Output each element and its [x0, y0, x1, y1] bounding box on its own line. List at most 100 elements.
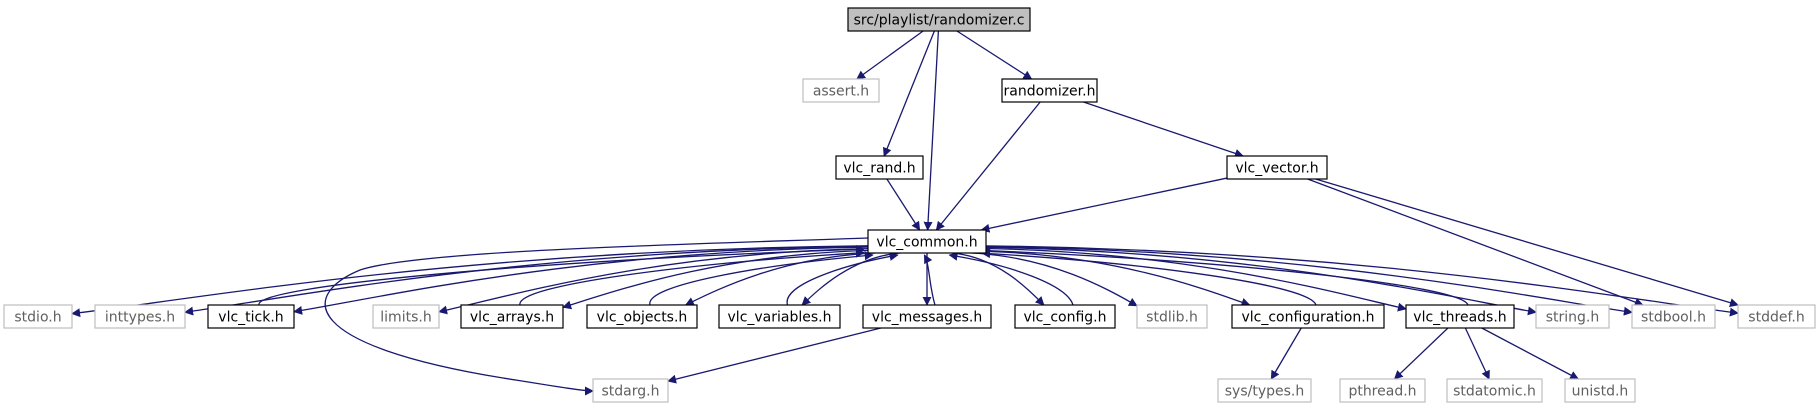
edge-vlc_common_h-to-stdlib_h	[971, 252, 1138, 307]
node-randomizer-c[interactable]: src/playlist/randomizer.c	[847, 7, 1031, 32]
node-box	[1226, 155, 1328, 180]
node-label: inttypes.h	[105, 310, 175, 326]
edge-vlc_messages_h-to-stdarg_h	[667, 327, 882, 384]
node-label: limits.h	[380, 310, 431, 326]
node-box	[867, 229, 987, 254]
node-label: sys/types.h	[1225, 384, 1304, 400]
node-label: vlc_arrays.h	[470, 310, 554, 326]
node-pthread-h: pthread.h	[1339, 378, 1426, 403]
node-vlc-threads-h[interactable]: vlc_threads.h	[1405, 304, 1515, 329]
node-label: src/playlist/randomizer.c	[854, 13, 1025, 29]
node-label: pthread.h	[1348, 384, 1416, 400]
node-box	[835, 155, 924, 180]
node-box	[1231, 304, 1385, 329]
edge-vlc_configuration_h-to-sys_types_h	[1270, 327, 1302, 380]
node-vlc-rand-h[interactable]: vlc_rand.h	[835, 155, 924, 180]
node-box	[3, 304, 73, 329]
node-box	[1217, 378, 1312, 403]
edge-randomizer_h-to-vlc_common_h	[935, 101, 1041, 231]
node-box	[1446, 378, 1543, 403]
node-label: stdlib.h	[1146, 310, 1198, 326]
node-vlc-common-h[interactable]: vlc_common.h	[867, 229, 987, 254]
node-label: vlc_messages.h	[872, 310, 982, 326]
node-stdio-h: stdio.h	[3, 304, 73, 329]
node-box	[1405, 304, 1515, 329]
node-vlc-configuration-h[interactable]: vlc_configuration.h	[1231, 304, 1385, 329]
edge-vlc_common_h-to-vlc_configuration_h	[985, 250, 1251, 307]
edge-vlc_tick_h-to-vlc_common_h	[258, 244, 865, 306]
node-label: unistd.h	[1572, 384, 1629, 400]
node-box	[802, 78, 880, 103]
edge-vlc_common_h-to-vlc_tick_h	[293, 246, 869, 315]
node-label: vlc_objects.h	[597, 310, 688, 326]
node-label: stdbool.h	[1641, 310, 1706, 326]
node-inttypes-h: inttypes.h	[94, 304, 186, 329]
node-vlc-config-h[interactable]: vlc_config.h	[1014, 304, 1116, 329]
node-label: stdatomic.h	[1453, 384, 1536, 400]
node-label: stdarg.h	[602, 384, 660, 400]
edge-vlc_vector_h-to-stdbool_h	[1307, 178, 1644, 307]
edge-vlc_common_h-to-vlc_threads_h	[985, 247, 1407, 312]
node-box	[862, 304, 992, 329]
node-box	[1631, 304, 1716, 329]
node-label: vlc_variables.h	[728, 310, 832, 326]
node-box	[1339, 378, 1426, 403]
node-label: vlc_tick.h	[218, 310, 283, 326]
node-assert-h: assert.h	[802, 78, 880, 103]
edge-vlc_common_h-to-stdarg_h	[324, 237, 869, 396]
node-box	[1737, 304, 1816, 329]
node-label: stddef.h	[1748, 310, 1804, 326]
node-stdlib-h: stdlib.h	[1136, 304, 1208, 329]
node-box	[372, 304, 440, 329]
node-label: string.h	[1546, 310, 1600, 326]
node-vlc-messages-h[interactable]: vlc_messages.h	[862, 304, 992, 329]
node-box	[586, 304, 698, 329]
edge-vlc_messages_h-to-vlc_common_h	[923, 254, 936, 306]
node-label: vlc_configuration.h	[1241, 310, 1374, 326]
node-vlc-vector-h[interactable]: vlc_vector.h	[1226, 155, 1328, 180]
node-stdatomic-h: stdatomic.h	[1446, 378, 1543, 403]
edge-vlc_variables_h-to-vlc_common_h	[786, 252, 899, 306]
node-vlc-variables-h[interactable]: vlc_variables.h	[718, 304, 841, 329]
edge-randomizer_c-to-vlc_common_h	[923, 30, 940, 231]
node-box	[1535, 304, 1610, 329]
edge-randomizer_c-to-vlc_rand_h	[882, 30, 935, 157]
edge-vlc_threads_h-to-unistd_h	[1481, 327, 1580, 380]
node-box	[1564, 378, 1636, 403]
edge-vlc_threads_h-to-stdatomic_h	[1464, 327, 1490, 380]
node-randomizer-h[interactable]: randomizer.h	[1001, 78, 1098, 103]
node-stddef-h: stddef.h	[1737, 304, 1816, 329]
node-string-h: string.h	[1535, 304, 1610, 329]
edges-layer	[71, 30, 1739, 396]
node-box	[847, 7, 1031, 32]
node-sys-types-h: sys/types.h	[1217, 378, 1312, 403]
edge-vlc_common_h-to-vlc_arrays_h	[562, 249, 869, 310]
edge-vlc_common_h-to-stdbool_h	[985, 245, 1633, 316]
nodes-layer: src/playlist/randomizer.c assert.h randomi…	[3, 7, 1816, 403]
node-box	[207, 304, 295, 329]
node-label: vlc_common.h	[876, 235, 977, 251]
node-label: stdio.h	[14, 310, 61, 326]
node-vlc-tick-h[interactable]: vlc_tick.h	[207, 304, 295, 329]
edge-vlc_vector_h-to-vlc_common_h	[980, 177, 1228, 233]
node-vlc-arrays-h[interactable]: vlc_arrays.h	[460, 304, 564, 329]
node-vlc-objects-h[interactable]: vlc_objects.h	[586, 304, 698, 329]
edge-vlc_common_h-to-inttypes_h	[184, 245, 869, 316]
node-label: vlc_vector.h	[1235, 161, 1318, 177]
node-box	[718, 304, 841, 329]
edge-vlc_common_h-to-vlc_objects_h	[684, 252, 876, 306]
edge-vlc_config_h-to-vlc_common_h	[948, 251, 1074, 306]
node-box	[1136, 304, 1208, 329]
node-box	[460, 304, 564, 329]
edge-vlc_objects_h-to-vlc_common_h	[649, 251, 874, 306]
node-label: vlc_rand.h	[843, 161, 915, 177]
edge-vlc_common_h-to-vlc_variables_h	[801, 252, 901, 306]
node-limits-h: limits.h	[372, 304, 440, 329]
node-box	[94, 304, 186, 329]
node-label: vlc_config.h	[1023, 310, 1106, 326]
edge-vlc_arrays_h-to-vlc_common_h	[519, 248, 865, 306]
node-box	[1001, 78, 1098, 103]
node-stdarg-h: stdarg.h	[592, 378, 669, 403]
node-label: randomizer.h	[1004, 84, 1096, 100]
